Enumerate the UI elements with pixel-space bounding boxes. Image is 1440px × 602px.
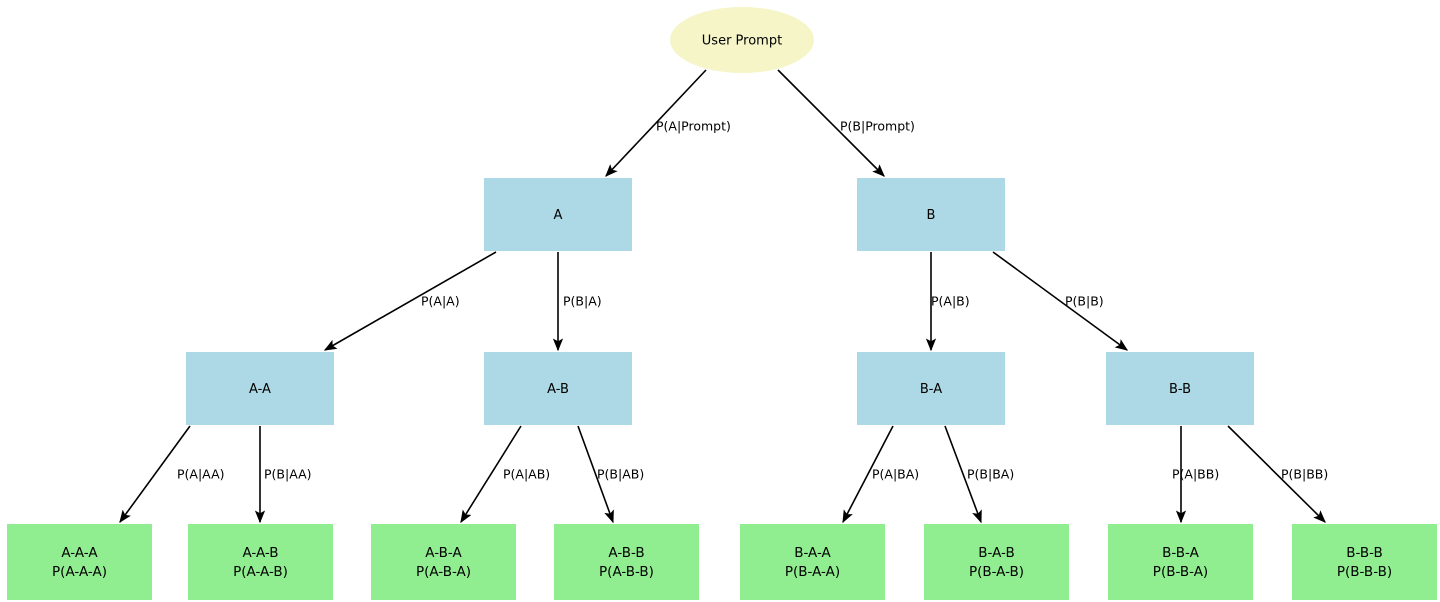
node-label-b-a: B-A — [920, 382, 942, 397]
box-shape-b-a-b — [924, 524, 1069, 600]
leaf-label-sequence-a-a-a: A-A-A — [61, 545, 98, 561]
edge-label-A-AA: P(A|A) — [421, 294, 460, 309]
edge-root-B — [777, 69, 885, 177]
edge-label-AA-AAA: P(A|AA) — [177, 467, 225, 482]
node-level2-b-b[interactable]: B-B — [1106, 352, 1254, 425]
edge-label-AB-ABA: P(A|AB) — [503, 467, 550, 482]
node-label-a: A — [554, 208, 563, 223]
edge-labels-layer: P(A|Prompt) P(B|Prompt) P(A|A) P(B|A) P(A|B)… — [177, 119, 1328, 482]
edge-label-AA-AAB: P(B|AA) — [264, 467, 312, 482]
node-label-a-b: A-B — [547, 382, 569, 397]
edge-BB-BBB — [1227, 425, 1326, 523]
leaf-label-probability-b-b-b: P(B-B-B) — [1337, 564, 1392, 580]
node-level1-a[interactable]: A — [484, 178, 632, 251]
box-shape-b-b-b — [1292, 524, 1437, 600]
node-level2-a-a[interactable]: A-A — [186, 352, 334, 425]
leaf-label-sequence-b-a-b: B-A-B — [978, 545, 1014, 561]
edges-layer — [119, 69, 1326, 524]
box-shape-b-a-a — [740, 524, 885, 600]
leaf-label-probability-b-a-b: P(B-A-B) — [969, 564, 1024, 580]
box-shape-b-b — [1106, 352, 1254, 425]
edge-A-AA — [323, 251, 497, 351]
box-shape-a-b-b — [554, 524, 699, 600]
edge-AB-ABB — [577, 425, 614, 524]
node-label-b-b: B-B — [1169, 382, 1191, 397]
edge-B-BB — [992, 251, 1129, 351]
root-ellipse-shape — [670, 7, 814, 73]
node-leaf-a-a-b[interactable]: A-A-B P(A-A-B) — [188, 524, 333, 600]
node-leaf-a-b-a[interactable]: A-B-A P(A-B-A) — [371, 524, 516, 600]
edge-AB-ABA — [460, 425, 522, 524]
node-level1-b[interactable]: B — [857, 178, 1005, 251]
node-label-a-a: A-A — [249, 382, 271, 397]
node-root-user-prompt[interactable]: User Prompt — [670, 7, 814, 73]
box-shape-b-a — [857, 352, 1005, 425]
leaf-label-probability-b-b-a: P(B-B-A) — [1153, 564, 1208, 580]
edge-root-A — [605, 69, 707, 177]
box-shape-a-a-b — [188, 524, 333, 600]
box-shape-b — [857, 178, 1005, 251]
box-shape-a-a-a — [7, 524, 152, 600]
edge-label-A-AB: P(B|A) — [563, 294, 602, 309]
leaf-label-sequence-b-b-b: B-B-B — [1346, 545, 1383, 561]
node-leaf-a-b-b[interactable]: A-B-B P(A-B-B) — [554, 524, 699, 600]
node-leaf-b-b-b[interactable]: B-B-B P(B-B-B) — [1292, 524, 1437, 600]
node-leaf-a-a-a[interactable]: A-A-A P(A-A-A) — [7, 524, 152, 600]
leaf-label-sequence-a-b-a: A-B-A — [425, 545, 462, 561]
box-shape-a — [484, 178, 632, 251]
edge-label-B-BA: P(A|B) — [931, 294, 970, 309]
leaf-label-probability-b-a-a: P(B-A-A) — [785, 564, 840, 580]
edge-AA-AAA — [119, 425, 191, 524]
leaf-label-sequence-a-a-b: A-A-B — [242, 545, 278, 561]
leaf-label-sequence-b-b-a: B-B-A — [1162, 545, 1199, 561]
leaf-label-sequence-a-b-b: A-B-B — [608, 545, 644, 561]
node-leaf-b-b-a[interactable]: B-B-A P(B-B-A) — [1108, 524, 1253, 600]
box-shape-b-b-a — [1108, 524, 1253, 600]
edge-BA-BAA — [842, 425, 894, 524]
edge-label-BA-BAB: P(B|BA) — [967, 467, 1014, 482]
node-leaf-b-a-a[interactable]: B-A-A P(B-A-A) — [740, 524, 885, 600]
node-level2-b-a[interactable]: B-A — [857, 352, 1005, 425]
edge-BA-BAB — [944, 425, 982, 524]
edge-label-BB-BBA: P(A|BB) — [1172, 467, 1219, 482]
box-shape-a-b-a — [371, 524, 516, 600]
leaf-label-probability-a-b-b: P(A-B-B) — [599, 564, 654, 580]
node-leaf-b-a-b[interactable]: B-A-B P(B-A-B) — [924, 524, 1069, 600]
edge-label-root-B: P(B|Prompt) — [840, 119, 915, 134]
edge-label-BA-BAA: P(A|BA) — [872, 467, 919, 482]
leaf-label-probability-a-b-a: P(A-B-A) — [416, 564, 471, 580]
edge-label-BB-BBB: P(B|BB) — [1281, 467, 1328, 482]
edge-label-AB-ABB: P(B|AB) — [597, 467, 644, 482]
edge-label-B-BB: P(B|B) — [1065, 294, 1104, 309]
edge-label-root-A: P(A|Prompt) — [656, 119, 731, 134]
box-shape-a-b — [484, 352, 632, 425]
node-label-b: B — [927, 208, 936, 223]
root-label: User Prompt — [702, 34, 782, 49]
leaf-label-probability-a-a-b: P(A-A-B) — [233, 564, 288, 580]
leaf-label-sequence-b-a-a: B-A-A — [794, 545, 831, 561]
box-shape-a-a — [186, 352, 334, 425]
leaf-label-probability-a-a-a: P(A-A-A) — [52, 564, 107, 580]
node-level2-a-b[interactable]: A-B — [484, 352, 632, 425]
